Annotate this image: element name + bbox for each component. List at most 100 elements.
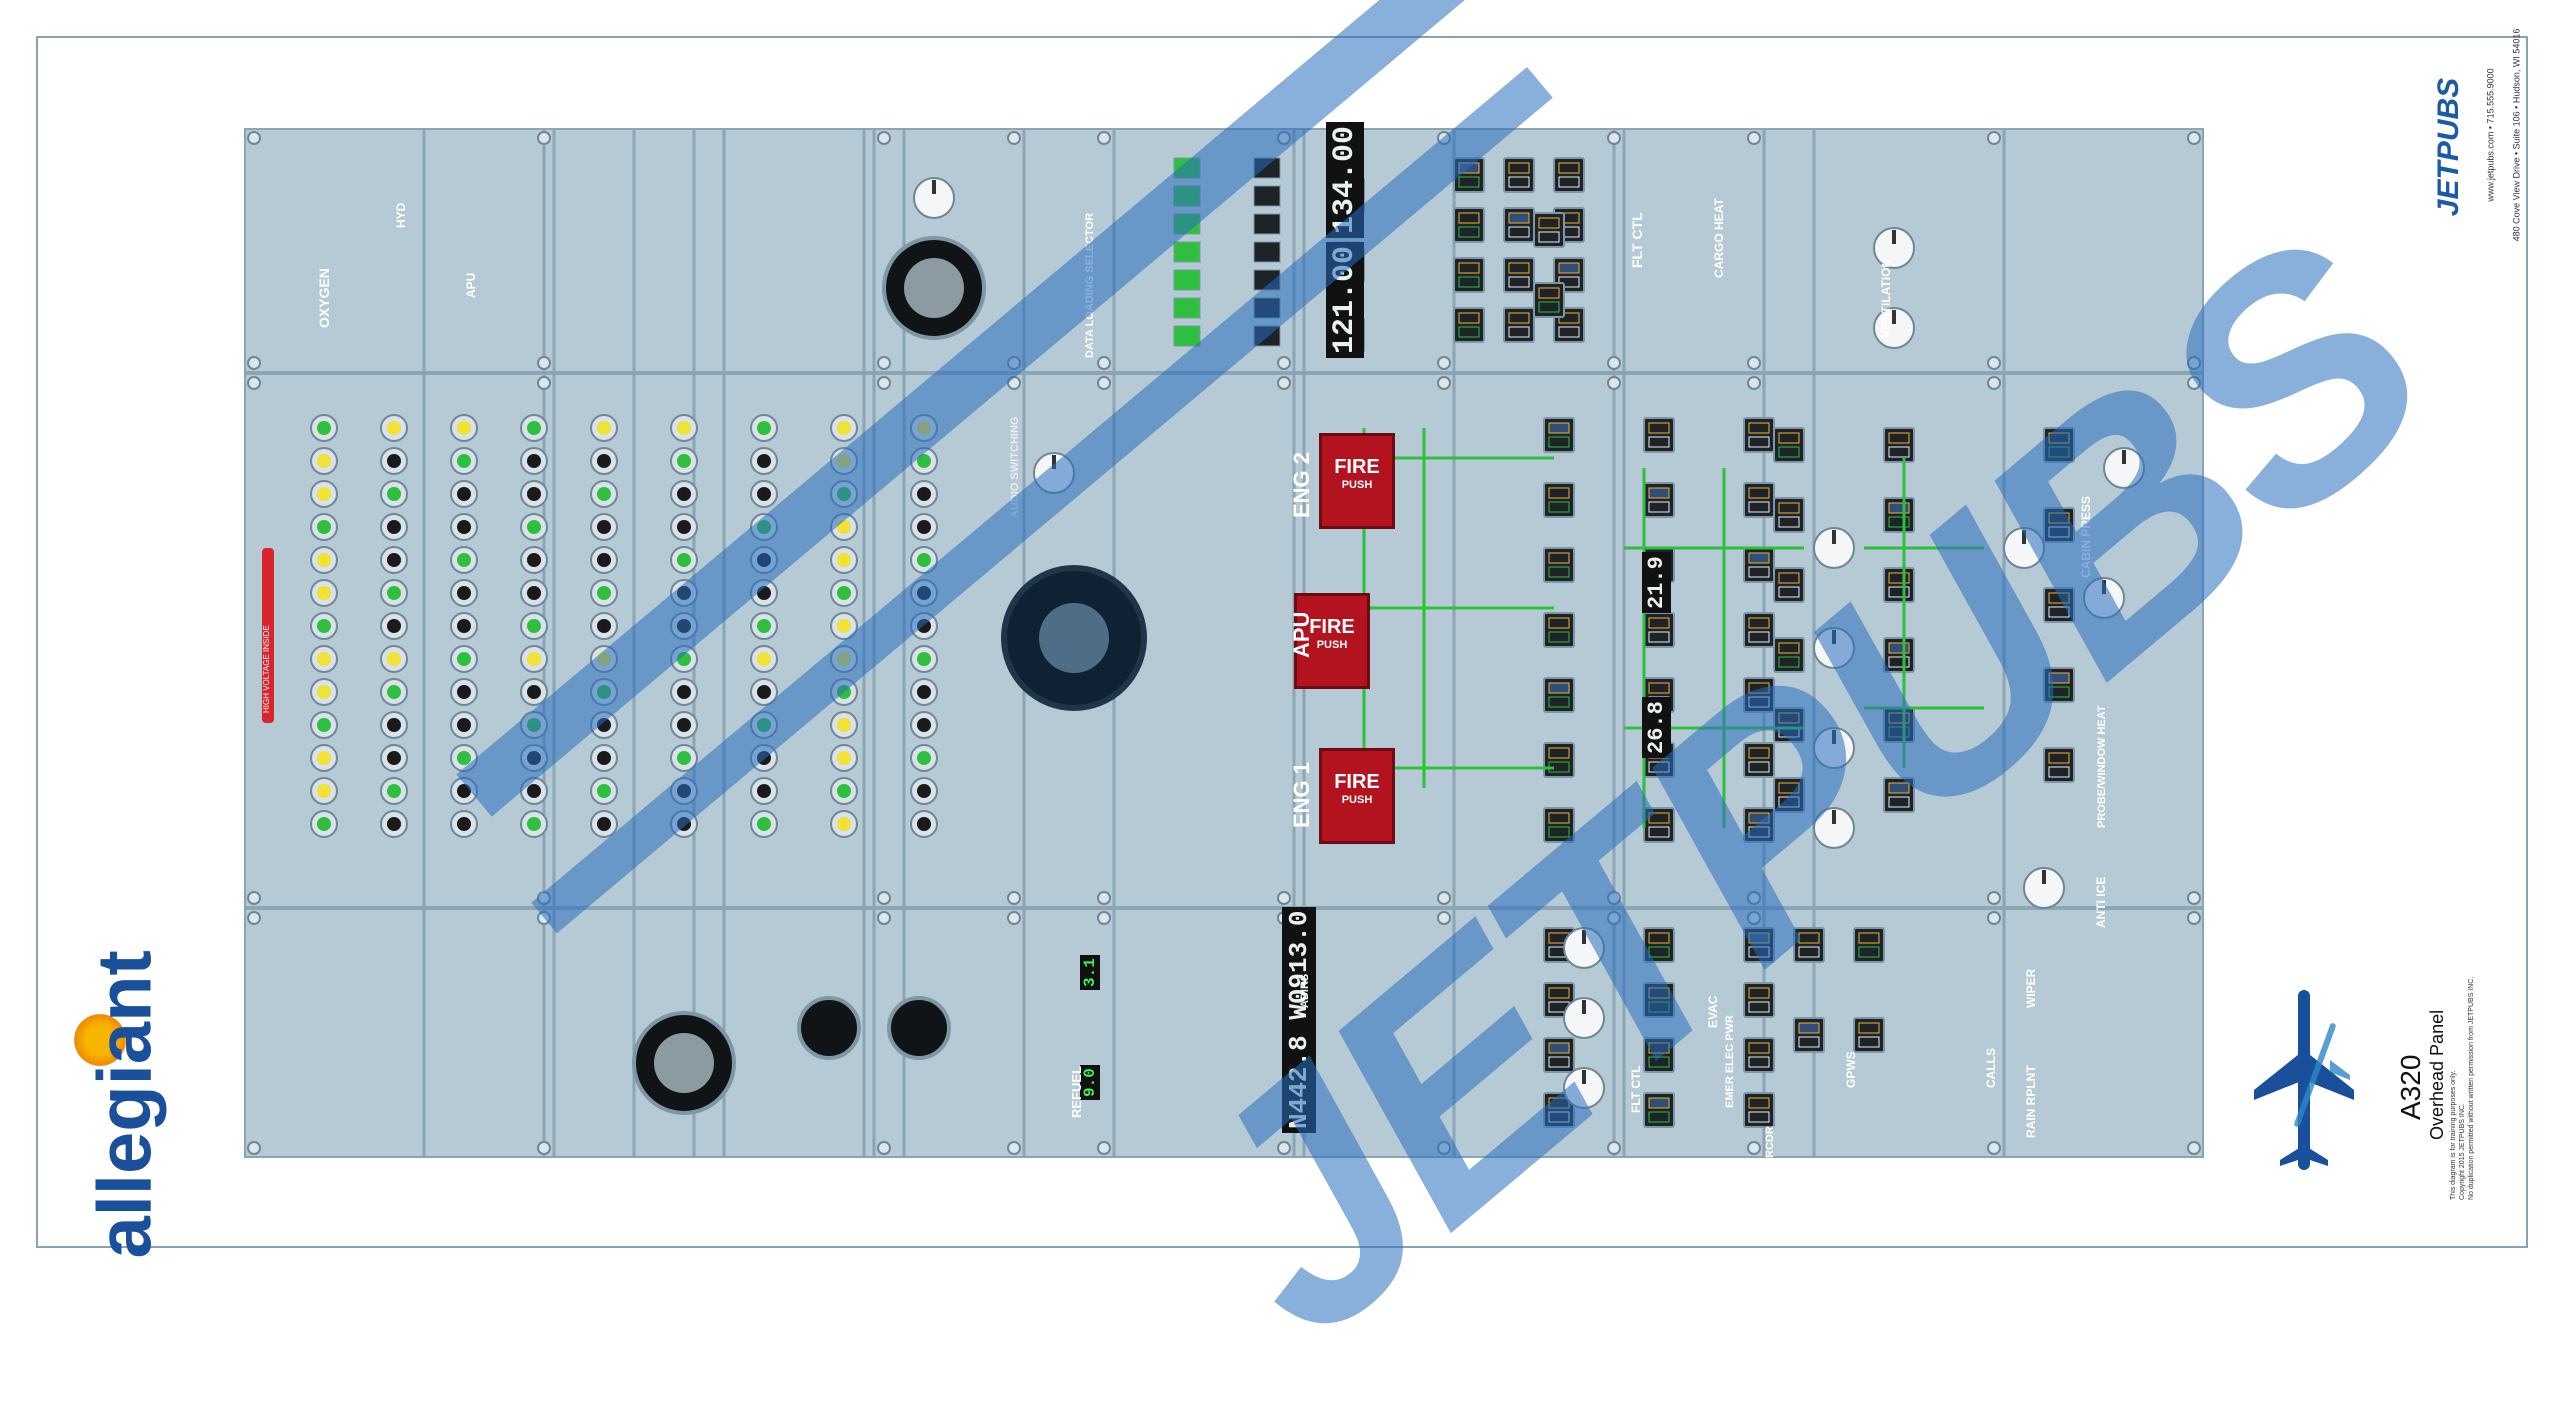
circuit-breaker bbox=[830, 711, 858, 739]
pushbutton bbox=[1533, 212, 1565, 248]
pushbutton bbox=[1743, 807, 1775, 843]
screw-icon bbox=[1097, 891, 1111, 905]
screw-icon bbox=[1747, 131, 1761, 145]
circuit-breaker bbox=[590, 777, 618, 805]
circuit-breaker bbox=[310, 744, 338, 772]
screw-icon bbox=[247, 376, 261, 390]
pushbutton bbox=[1883, 497, 1915, 533]
rmp-key bbox=[1253, 241, 1281, 263]
screw-icon bbox=[1747, 376, 1761, 390]
circuit-breaker bbox=[520, 678, 548, 706]
circuit-breaker bbox=[450, 414, 478, 442]
circuit-breaker bbox=[590, 612, 618, 640]
circuit-breaker bbox=[910, 579, 938, 607]
circuit-breaker bbox=[750, 579, 778, 607]
pushbutton bbox=[1883, 777, 1915, 813]
circuit-breaker bbox=[450, 777, 478, 805]
circuit-breaker bbox=[830, 546, 858, 574]
ext-lt-label: EXT LT bbox=[2229, 867, 2243, 908]
fire-label: FIRE bbox=[1334, 771, 1380, 793]
emer-elec-pwr-label: EMER ELEC PWR bbox=[1724, 1015, 1736, 1108]
screw-icon bbox=[1007, 891, 1021, 905]
allegiant-logo: allegiant bbox=[60, 930, 190, 1259]
circuit-breaker bbox=[310, 513, 338, 541]
circuit-breaker bbox=[520, 447, 548, 475]
pushbutton bbox=[1643, 482, 1675, 518]
pushbutton bbox=[1773, 637, 1805, 673]
circuit-breaker bbox=[910, 414, 938, 442]
screw-icon bbox=[1007, 131, 1021, 145]
aircraft-type: A320 bbox=[2395, 1054, 2426, 1120]
circuit-breaker bbox=[450, 711, 478, 739]
refuel-display-1: 3.1 bbox=[1080, 955, 1100, 990]
eng1-fire-button[interactable]: FIRE PUSH bbox=[1319, 748, 1395, 844]
screw-icon bbox=[1987, 356, 2001, 370]
rmp-key bbox=[1253, 297, 1281, 319]
pushbutton bbox=[1743, 1092, 1775, 1128]
circuit-breaker bbox=[590, 645, 618, 673]
speaker-icon bbox=[882, 236, 986, 340]
pushbutton bbox=[1543, 1037, 1575, 1073]
pushbutton bbox=[1743, 1037, 1775, 1073]
fire-label: FIRE bbox=[1334, 456, 1380, 478]
circuit-breaker bbox=[520, 546, 548, 574]
eng2-fire-button[interactable]: FIRE PUSH bbox=[1319, 433, 1395, 529]
screw-icon bbox=[1007, 1141, 1021, 1155]
pushbutton bbox=[1743, 927, 1775, 963]
high-voltage-label: HIGH VOLTAGE INSIDE bbox=[262, 548, 274, 723]
circuit-breaker bbox=[750, 711, 778, 739]
circuit-breaker bbox=[590, 414, 618, 442]
circuit-breaker bbox=[310, 546, 338, 574]
circuit-breaker bbox=[590, 447, 618, 475]
pushbutton bbox=[1503, 307, 1535, 343]
circuit-breaker bbox=[670, 414, 698, 442]
pushbutton bbox=[1453, 257, 1485, 293]
pushbutton bbox=[1643, 982, 1675, 1018]
wiper-label: WIPER bbox=[2024, 968, 2038, 1008]
circuit-breaker bbox=[830, 810, 858, 838]
screw-icon bbox=[1747, 911, 1761, 925]
pushbutton bbox=[1543, 742, 1575, 778]
rcdr-label: RCDR bbox=[1764, 1126, 1776, 1158]
screw-icon bbox=[2187, 131, 2201, 145]
screw-icon bbox=[2187, 356, 2201, 370]
rotary-knob-icon bbox=[913, 177, 955, 219]
anti-ice-label: ANTI ICE bbox=[2094, 876, 2108, 928]
circuit-breaker bbox=[750, 546, 778, 574]
circuit-breaker bbox=[450, 678, 478, 706]
jack-icon bbox=[887, 996, 951, 1060]
screw-icon bbox=[1987, 376, 2001, 390]
circuit-breaker bbox=[830, 513, 858, 541]
pushbutton bbox=[1743, 612, 1775, 648]
circuit-breaker bbox=[910, 711, 938, 739]
pushbutton bbox=[1793, 927, 1825, 963]
pushbutton bbox=[1773, 777, 1805, 813]
refuel-label: REFUEL bbox=[1069, 1066, 1084, 1118]
circuit-breaker bbox=[750, 447, 778, 475]
circuit-breaker bbox=[670, 678, 698, 706]
eng2-label: ENG 2 bbox=[1289, 451, 1314, 518]
circuit-breaker bbox=[590, 678, 618, 706]
circuit-breaker bbox=[590, 810, 618, 838]
screw-icon bbox=[1607, 911, 1621, 925]
publisher-logo: JETPUBS 480 Cove View Drive • Suite 106 … bbox=[2420, 29, 2521, 242]
screw-icon bbox=[1097, 911, 1111, 925]
publisher-address: 480 Cove View Drive • Suite 106 • Hudson… bbox=[2511, 28, 2522, 242]
circuit-breaker bbox=[670, 546, 698, 574]
rotary-knob-icon bbox=[1033, 452, 1075, 494]
circuit-breaker bbox=[520, 513, 548, 541]
circuit-breaker bbox=[910, 447, 938, 475]
circuit-breaker bbox=[830, 612, 858, 640]
flt-ctl-lower-label: FLT CTL bbox=[1629, 1065, 1643, 1113]
circuit-breaker bbox=[450, 612, 478, 640]
panel-title-block: A320 Overhead Panel This diagram is for … bbox=[2395, 977, 2475, 1210]
rmp-key bbox=[1173, 297, 1201, 319]
circuit-breaker bbox=[520, 579, 548, 607]
circuit-breaker bbox=[450, 579, 478, 607]
panel-name: Overhead Panel bbox=[2427, 1009, 2447, 1140]
circuit-breaker bbox=[520, 744, 548, 772]
pushbutton bbox=[1773, 427, 1805, 463]
circuit-breaker bbox=[590, 546, 618, 574]
circuit-breaker bbox=[310, 645, 338, 673]
pushbutton bbox=[1743, 982, 1775, 1018]
